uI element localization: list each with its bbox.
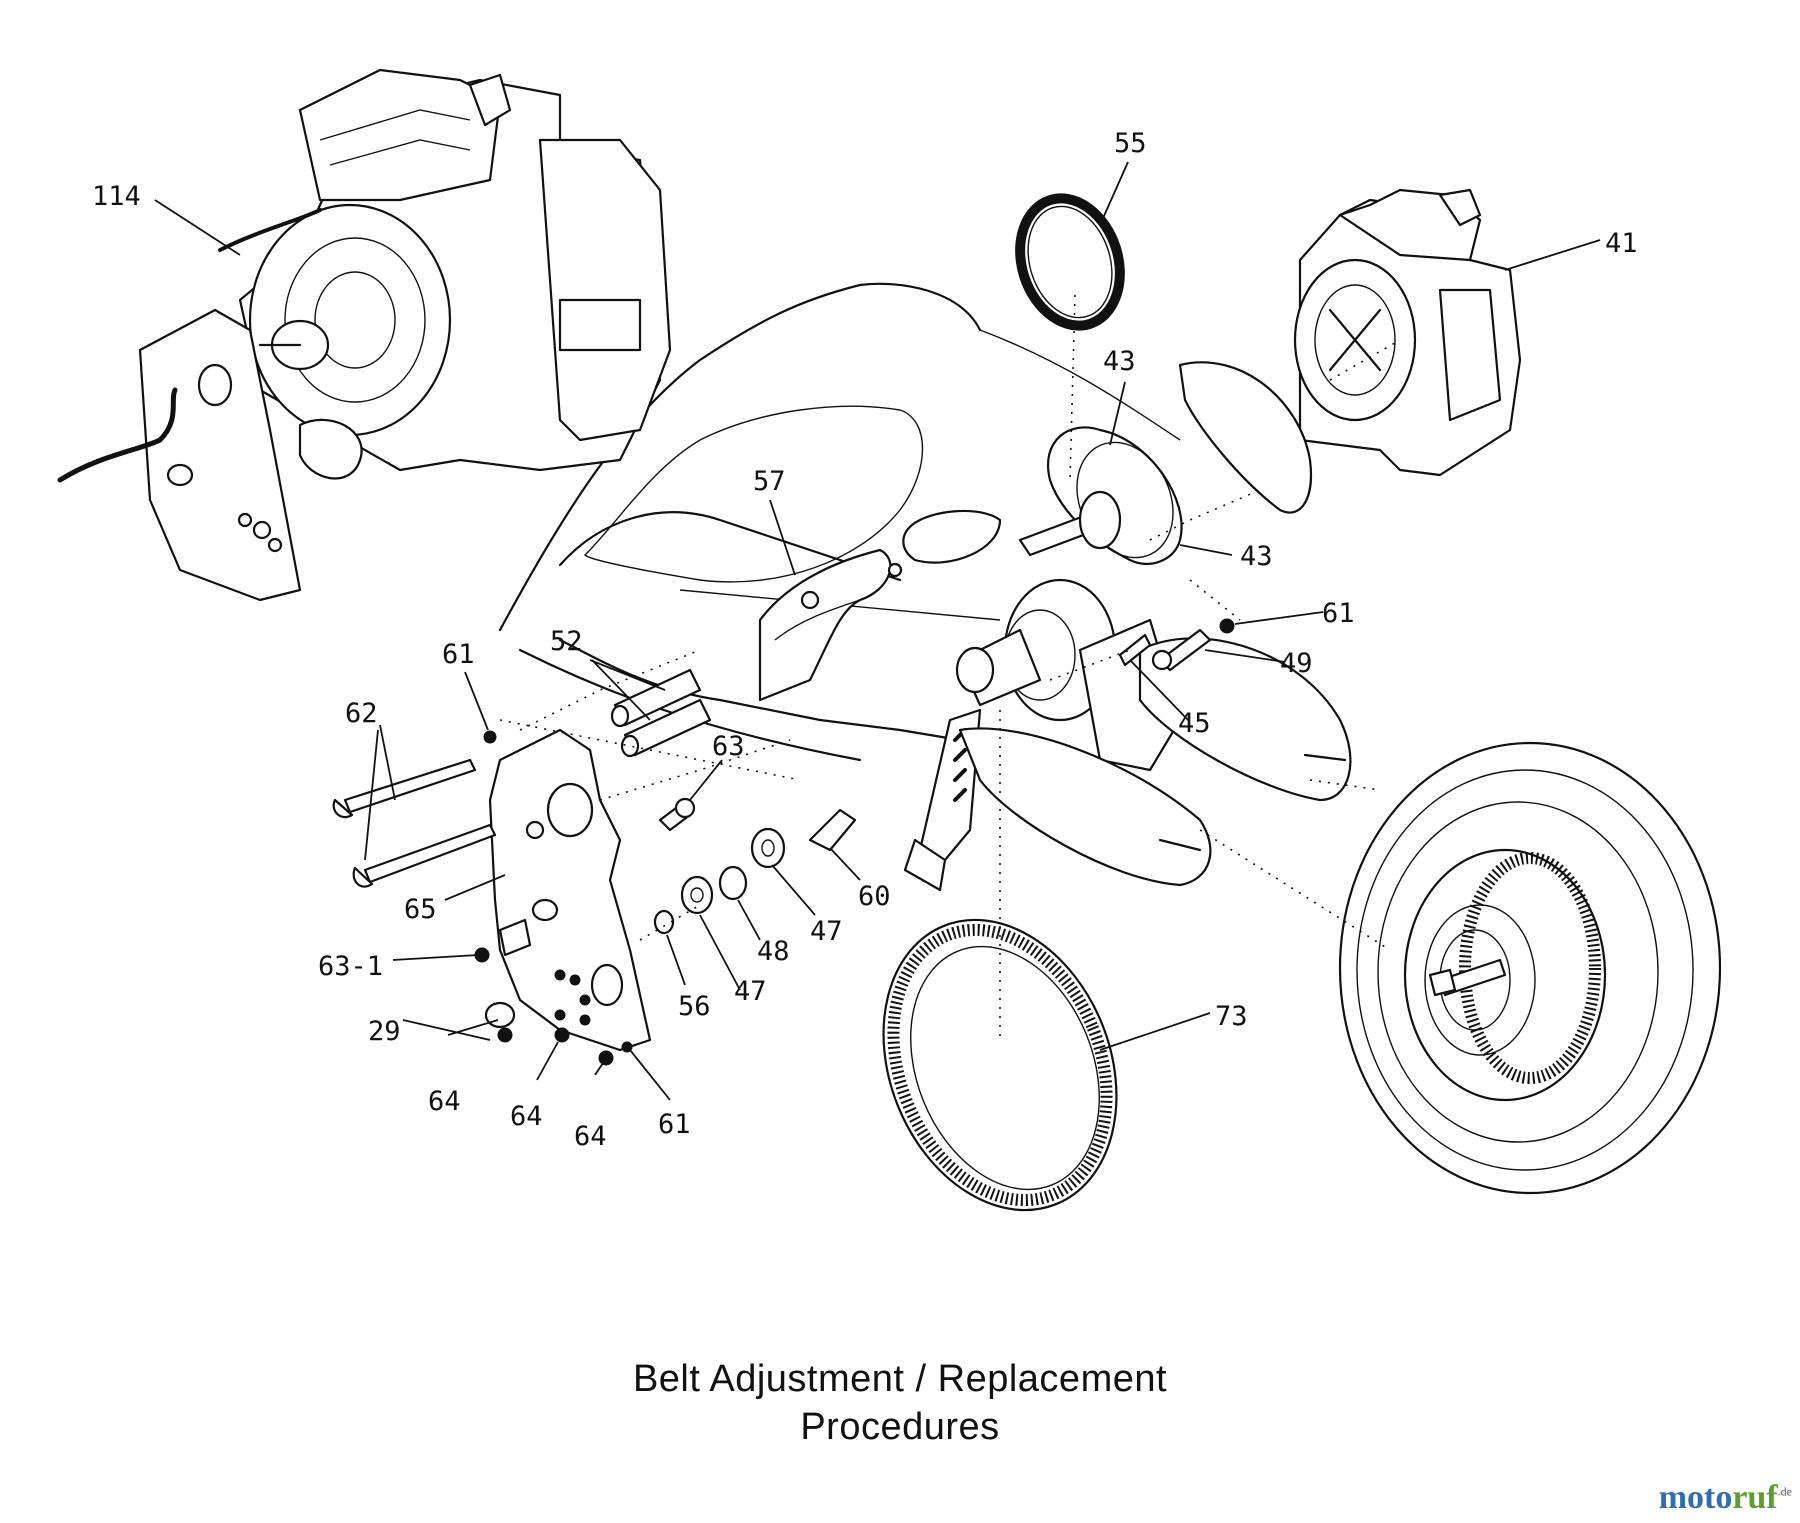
callout-label: 43 xyxy=(1103,346,1136,377)
callout-label: 49 xyxy=(1280,648,1313,679)
callout-label: 63 xyxy=(712,731,745,762)
tension-spring-bracket xyxy=(903,708,982,892)
callout-label: 64 xyxy=(428,1086,461,1117)
ring-seal-55 xyxy=(1015,193,1125,331)
bolts-62 xyxy=(332,758,497,888)
callout-label: 61 xyxy=(658,1109,691,1140)
callout-label: 61 xyxy=(1322,598,1355,629)
callout-label: 65 xyxy=(404,894,437,925)
rear-wheel xyxy=(1338,741,1722,1195)
watermark-logo: motoruf.de xyxy=(1659,1479,1792,1517)
callout-label: 55 xyxy=(1114,128,1147,159)
side-plate-65 xyxy=(488,728,652,1052)
logo-text-ruf: ruf xyxy=(1732,1479,1778,1516)
callout-label: 60 xyxy=(858,881,891,912)
title-line-1: Belt Adjustment / Replacement xyxy=(632,1358,1168,1400)
callout-label: 114 xyxy=(92,181,141,212)
axle-shaft xyxy=(955,490,1182,772)
spacers-52 xyxy=(610,668,712,758)
left-engine-motor xyxy=(57,68,672,602)
callout-label: 57 xyxy=(753,466,786,497)
leader-lines xyxy=(154,161,1601,1101)
cover-plates xyxy=(958,637,1352,887)
belt-guard-57 xyxy=(758,548,903,702)
callout-label: 73 xyxy=(1215,1001,1248,1032)
callout-label: 45 xyxy=(1178,708,1211,739)
callout-labels: 114 55 41 43 43 57 61 52 62 61 49 63 45 … xyxy=(92,128,1638,1152)
bracket-ring-43 xyxy=(1047,361,1313,565)
callout-label: 64 xyxy=(510,1101,543,1132)
diagram-title: Belt Adjustment / Replacement Procedures xyxy=(0,1355,1800,1451)
callout-label: 62 xyxy=(345,698,378,729)
callout-label: 52 xyxy=(550,626,583,657)
logo-text-moto: moto xyxy=(1658,1479,1733,1516)
right-engine-motor xyxy=(1293,188,1522,477)
callout-label: 64 xyxy=(574,1121,607,1152)
callout-label: 47 xyxy=(810,916,843,947)
callout-label: 61 xyxy=(442,639,475,670)
title-line-2: Procedures xyxy=(800,1406,1000,1448)
ring-gear-73 xyxy=(882,918,1118,1212)
callout-label: 29 xyxy=(368,1016,401,1047)
alignment-lines xyxy=(499,294,1401,1040)
logo-suffix: .de xyxy=(1777,1484,1792,1499)
callout-label: 41 xyxy=(1605,228,1638,259)
callout-label: 48 xyxy=(757,936,790,967)
callout-label: 56 xyxy=(678,991,711,1022)
small-hardware xyxy=(474,618,1235,1066)
callout-label: 47 xyxy=(734,976,767,1007)
callout-label: 43 xyxy=(1240,541,1273,572)
callout-label: 63-1 xyxy=(318,951,383,982)
